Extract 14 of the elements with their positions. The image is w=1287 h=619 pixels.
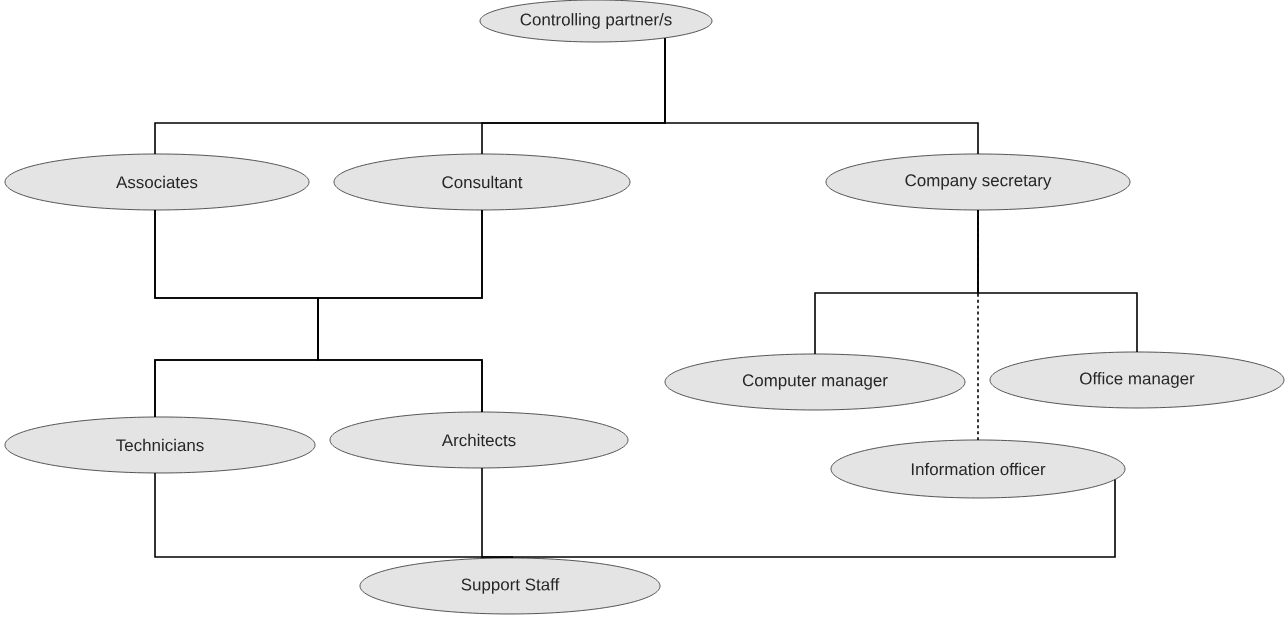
- connector-line: [664, 37, 979, 155]
- ellipse-node: Associates: [4, 153, 310, 211]
- connector-line: [977, 209, 979, 441]
- ellipse-node: Computer manager: [664, 353, 966, 411]
- ellipse-node: Company secretary: [825, 153, 1131, 211]
- ellipse-node: Support Staff: [359, 557, 661, 615]
- connector-line: [481, 467, 513, 559]
- ellipse-node: Consultant: [333, 153, 631, 211]
- ellipse-node: Architects: [329, 411, 629, 469]
- ellipse-node: Technicians: [4, 416, 316, 474]
- connector-line: [317, 209, 483, 413]
- ellipse-node: Information officer: [830, 439, 1126, 499]
- ellipse-node: Office manager: [989, 351, 1285, 409]
- connector-line: [511, 478, 1116, 559]
